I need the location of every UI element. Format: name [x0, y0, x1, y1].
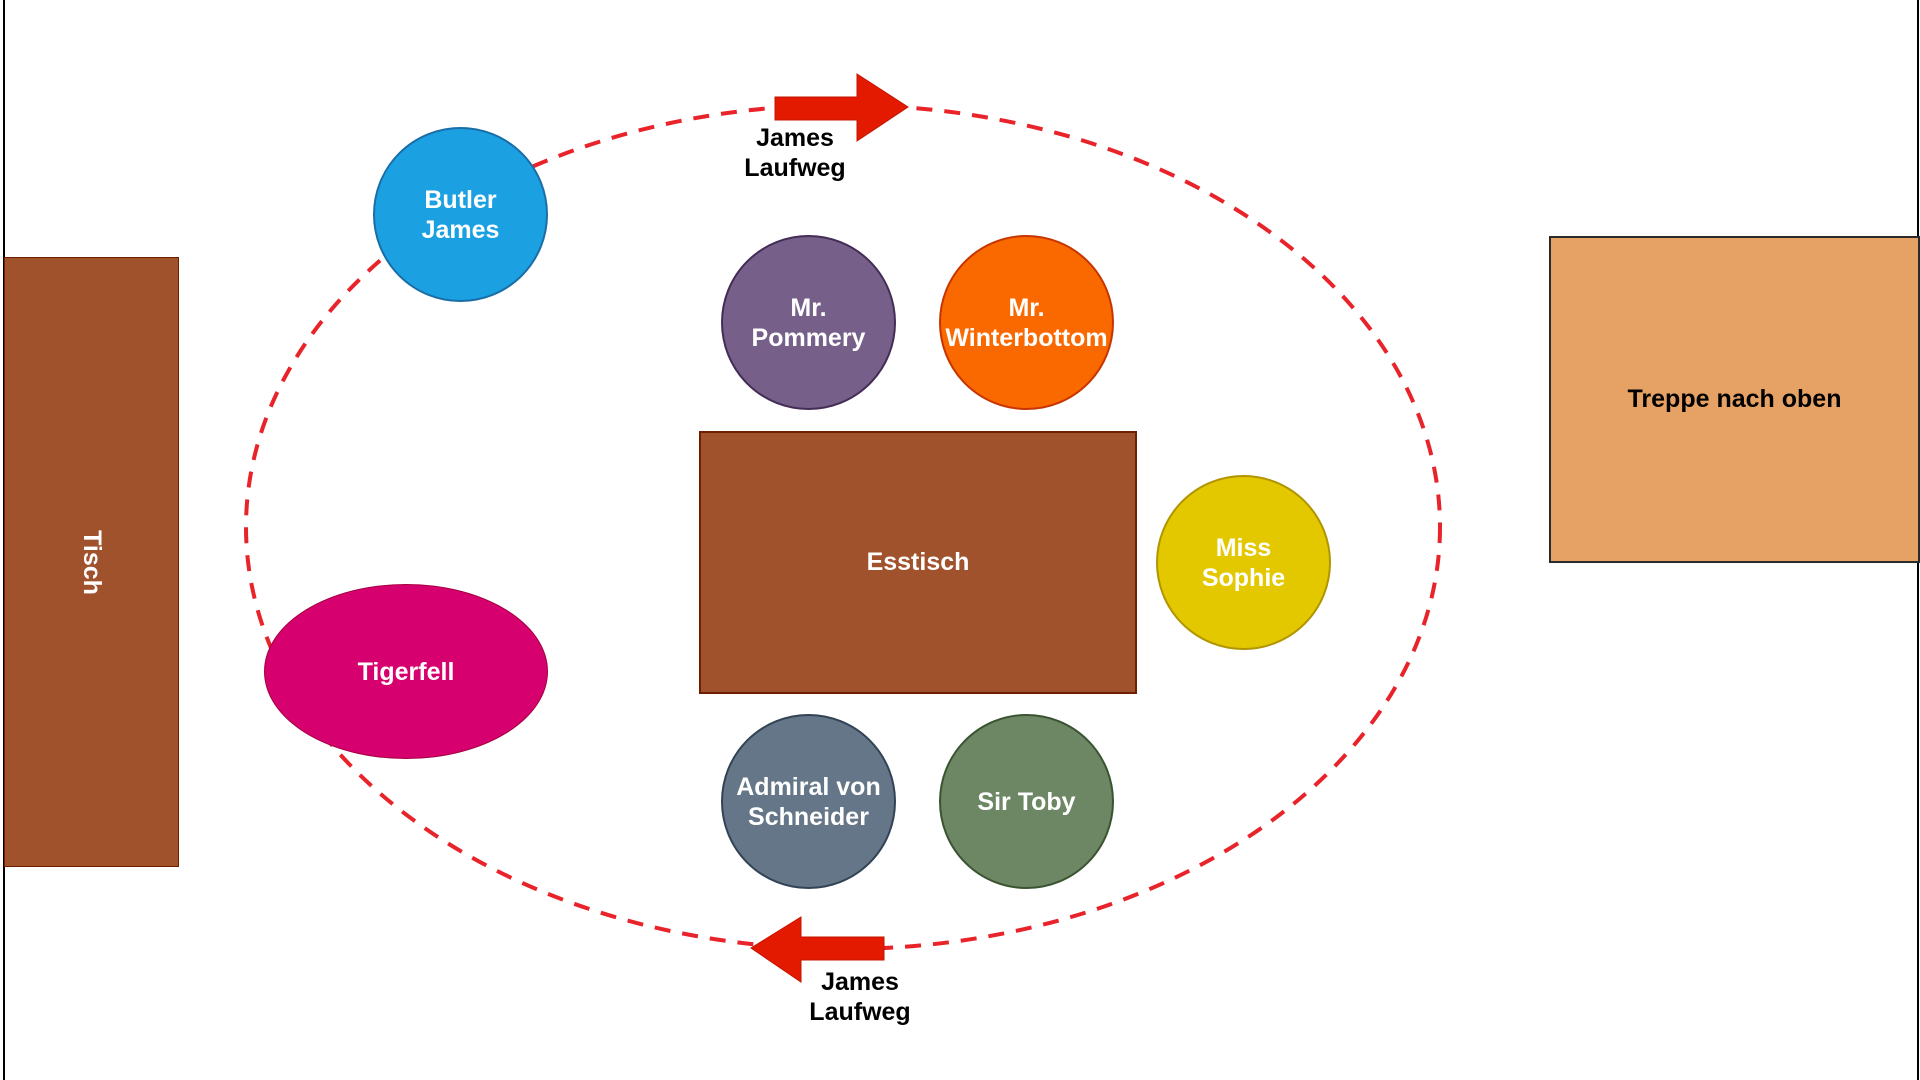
person-label: Mr. Pommery [751, 293, 866, 352]
person-label: Butler James [421, 185, 500, 244]
dining-table: Esstisch [699, 431, 1137, 694]
side-table: Tisch [4, 257, 179, 867]
arrow-left-icon [750, 916, 885, 983]
person-label: Sir Toby [977, 787, 1076, 816]
tiger-rug-label: Tigerfell [357, 657, 455, 686]
stairs: Treppe nach oben [1549, 236, 1920, 563]
tiger-rug: Tigerfell [264, 584, 548, 759]
side-table-label: Tisch [78, 529, 106, 595]
walk-path-label-bottom: James Laufweg [809, 968, 911, 1026]
person-mr-winterbottom: Mr. Winterbottom [939, 235, 1114, 410]
person-label: Admiral von Schneider [736, 772, 881, 831]
person-label: Miss Sophie [1201, 533, 1286, 592]
arrow-right-icon [774, 73, 909, 142]
person-mr-pommery: Mr. Pommery [721, 235, 896, 410]
walk-path-label-top: James Laufweg [744, 124, 846, 182]
person-miss-sophie: Miss Sophie [1156, 475, 1331, 650]
dining-table-label: Esstisch [866, 548, 970, 576]
person-label: Mr. Winterbottom [945, 293, 1108, 352]
stairs-label: Treppe nach oben [1627, 385, 1842, 413]
person-admiral-von-schneider: Admiral von Schneider [721, 714, 896, 889]
person-butler-james: Butler James [373, 127, 548, 302]
person-sir-toby: Sir Toby [939, 714, 1114, 889]
